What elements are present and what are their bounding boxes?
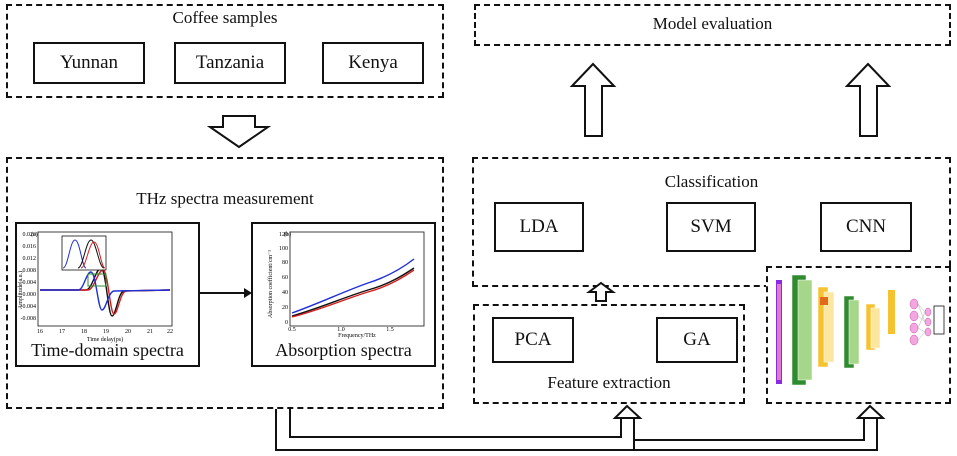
- time-domain-ylabel: Amplitude(a.u.): [17, 271, 24, 309]
- abs-ytick-1: 100: [279, 246, 288, 252]
- absorption-caption: Absorption spectra: [275, 340, 412, 360]
- abs-ytick-3: 60: [282, 275, 288, 281]
- cnn-pool-layer-1: [817, 286, 835, 368]
- arrow-classification-to-eval-right: [844, 62, 892, 137]
- classification-group: [472, 157, 951, 287]
- abs-curve-red: [291, 269, 415, 318]
- thz-measurement-title: THz spectra measurement: [136, 189, 314, 208]
- sample-yunnan: Yunnan: [33, 42, 145, 84]
- abs-ytick-0: 120: [279, 232, 288, 238]
- abs-xtick-1: 1.0: [337, 327, 345, 333]
- abs-xtick-2: 1.5: [386, 327, 394, 333]
- thz-measurement-group: [6, 157, 444, 409]
- cnn-output-box: [933, 305, 945, 335]
- method-lda: LDA: [494, 202, 584, 252]
- time-ytick-4: 0.004: [23, 280, 37, 286]
- time-domain-plot: (a) Amplitude(a.u.) Time delay(ps) 16 17…: [17, 231, 173, 343]
- absorption-yticks: 120 100 80 60 40 20 0: [279, 232, 288, 326]
- time-tick-22: 22: [167, 329, 173, 335]
- time-domain-yticks: 0.020 0.016 0.012 0.008 0.004 0.000 -0.0…: [21, 232, 37, 322]
- sample-kenya: Kenya: [322, 42, 424, 84]
- time-domain-panel-label: (a): [31, 231, 38, 238]
- arrow-feature-to-classification: [586, 281, 616, 302]
- arrow-samples-to-thz: [206, 115, 272, 149]
- sample-tanzania: Tanzania: [174, 42, 286, 84]
- time-ytick-6: -0.004: [21, 304, 37, 310]
- classification-title: Classification: [664, 172, 759, 191]
- time-ytick-1: 0.016: [23, 244, 37, 250]
- time-tick-18: 18: [81, 329, 87, 335]
- absorption-xlabel: Frequency/THz: [338, 333, 376, 339]
- connector-thz-to-cnn: [634, 404, 886, 451]
- cnn-pool-layer-2: [865, 303, 881, 351]
- cnn-conv-layer-2: [843, 295, 860, 369]
- abs-ytick-4: 40: [282, 290, 288, 296]
- absorption-panel-label: (b): [284, 231, 291, 238]
- absorption-plot: (b) Absorption coefficient/cm⁻¹ Frequenc…: [267, 231, 425, 339]
- cnn-dense-layer: [888, 290, 895, 334]
- time-domain-xlabel: Time delay(ps): [87, 336, 123, 343]
- time-wave-black: [40, 267, 171, 317]
- feature-extraction-group: [473, 304, 745, 404]
- absorption-panel: [251, 222, 436, 367]
- method-cnn: CNN: [820, 202, 912, 252]
- time-ytick-5: 0.000: [23, 292, 37, 298]
- abs-curve-blue: [291, 258, 415, 314]
- arrow-time-to-absorption: [200, 288, 252, 298]
- time-ytick-7: -0.008: [21, 316, 37, 322]
- coffee-samples-title: Coffee samples: [172, 8, 278, 27]
- connector-thz-to-feature: [275, 404, 643, 451]
- abs-ytick-5: 20: [282, 305, 288, 311]
- cnn-conv-layer-1: [791, 274, 813, 386]
- arrow-classification-to-eval-left: [569, 62, 617, 137]
- time-tick-21: 21: [147, 329, 153, 335]
- method-svm: SVM: [666, 202, 756, 252]
- time-tick-16: 16: [37, 329, 43, 335]
- model-evaluation-box: [474, 4, 951, 46]
- time-ytick-3: 0.008: [23, 268, 37, 274]
- coffee-samples-group: [6, 4, 444, 98]
- abs-curve-black: [291, 267, 415, 317]
- abs-xtick-0: 0.5: [288, 327, 296, 333]
- abs-ytick-6: 0: [285, 320, 288, 326]
- time-tick-19: 19: [103, 329, 109, 335]
- cnn-illustration: [776, 274, 945, 386]
- method-ga: GA: [656, 317, 738, 363]
- time-tick-20: 20: [125, 329, 131, 335]
- time-zoom-box: [87, 273, 107, 287]
- absorption-xticks: 0.5 1.0 1.5: [288, 327, 394, 333]
- feature-extraction-title: Feature extraction: [547, 373, 671, 392]
- abs-ytick-2: 80: [282, 260, 288, 266]
- time-ytick-2: 0.012: [23, 256, 37, 262]
- absorption-ylabel: Absorption coefficient/cm⁻¹: [267, 250, 274, 318]
- time-tick-17: 17: [59, 329, 65, 335]
- time-ytick-0: 0.020: [23, 232, 37, 238]
- time-domain-caption: Time-domain spectra: [31, 340, 184, 360]
- time-domain-xticks: 16 17 18 19 20 21 22: [37, 329, 173, 335]
- method-pca: PCA: [492, 317, 574, 363]
- model-evaluation-title: Model evaluation: [652, 14, 773, 33]
- time-wave-blue: [40, 271, 171, 311]
